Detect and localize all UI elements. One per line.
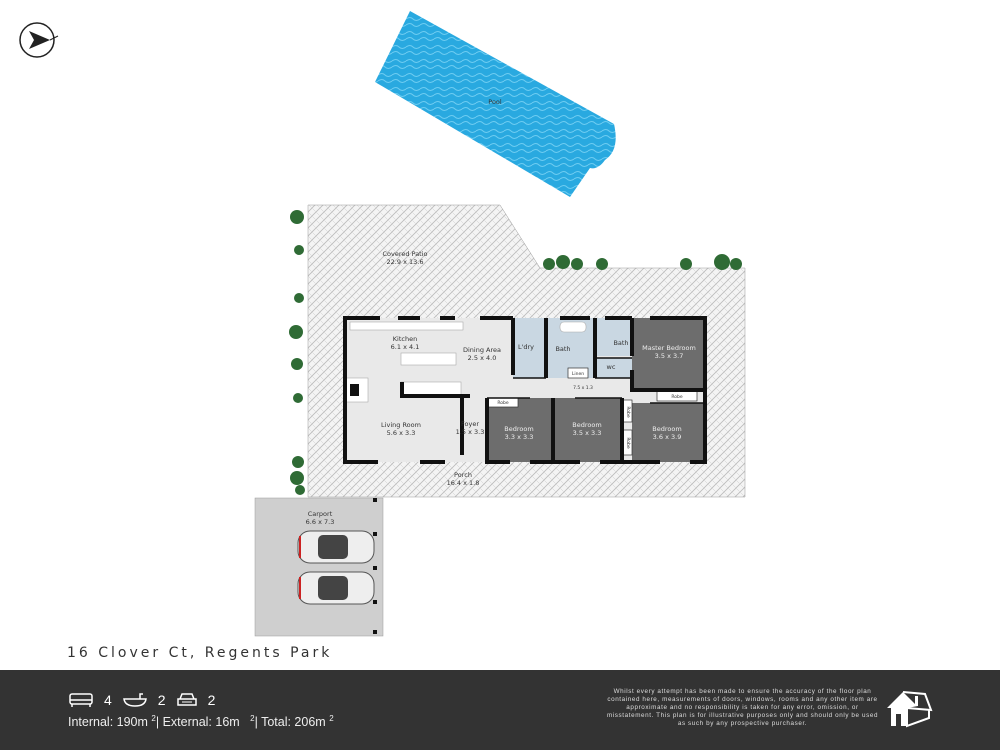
linen-label: Linen <box>572 371 584 377</box>
wc-label: wc <box>607 363 616 371</box>
bedroom-size: 3.6 x 3.9 <box>653 433 682 441</box>
robe-label: Robe <box>625 406 631 418</box>
linen-cupboard <box>567 367 589 379</box>
fireplace <box>350 384 359 396</box>
porch-size: 16.4 x 1.8 <box>447 479 480 487</box>
dining-label: Dining Area <box>463 346 501 354</box>
external-area: | External: 16m <box>155 715 240 730</box>
bedroom-3 <box>632 403 705 462</box>
area-summary: Internal: 190m 2| External: 16m 2| Total… <box>68 714 334 729</box>
foyer-label: Foyer <box>461 420 479 428</box>
property-stats: 4 2 2 <box>68 692 215 708</box>
master-bedroom <box>632 318 705 390</box>
house-logo-icon <box>887 691 933 728</box>
unit-superscript: 2 <box>250 714 255 723</box>
north-compass-icon <box>19 22 59 58</box>
kitchen-label: Kitchen <box>393 335 417 343</box>
robe-label: Robe <box>625 437 631 449</box>
patio-size: 22.9 x 13.6 <box>387 258 424 266</box>
kitchen-size: 6.1 x 4.1 <box>391 343 420 351</box>
master-bedroom-size: 3.5 x 3.7 <box>655 352 684 360</box>
foyer-size: 1.5 x 3.3 <box>456 428 485 436</box>
bath-label: Bath <box>613 339 628 347</box>
car-count: 2 <box>207 692 216 708</box>
bed-count: 4 <box>104 692 112 708</box>
pool: Pool <box>375 11 616 197</box>
car-icon <box>297 530 375 564</box>
carport-size: 6.6 x 7.3 <box>306 518 335 526</box>
internal-area: Internal: 190m <box>68 715 148 730</box>
laundry-label: L'dry <box>518 343 534 351</box>
laundry <box>513 318 546 378</box>
ensuite-bathroom <box>595 318 632 356</box>
bedroom-2 <box>554 398 623 462</box>
disclaimer-text: Whilst every attempt has been made to en… <box>606 688 879 727</box>
unit-superscript: 2 <box>151 714 156 723</box>
patio-label: Covered Patio <box>382 250 427 258</box>
bedroom-size: 3.5 x 3.3 <box>573 429 602 437</box>
bath-label: Bath <box>555 345 570 353</box>
living-room-label: Living Room <box>381 421 421 429</box>
hallway-size: 7.5 x 1.3 <box>573 385 593 391</box>
living-room-size: 5.6 x 3.3 <box>387 429 416 437</box>
bedroom-label: Bedroom <box>504 425 533 433</box>
property-address: 16 Clover Ct, Regents Park <box>67 645 333 661</box>
footer-bar: 4 2 2 Internal: 190m 2| External: 16m 2|… <box>0 670 1000 750</box>
bedroom-1 <box>487 398 553 462</box>
bed-icon <box>69 693 93 707</box>
master-bedroom-label: Master Bedroom <box>642 344 696 352</box>
total-area: | Total: 206m <box>254 715 326 730</box>
bath-icon <box>122 693 147 707</box>
walls <box>343 316 707 464</box>
unit-superscript: 2 <box>329 714 334 723</box>
porch-label: Porch <box>454 471 472 479</box>
bedroom-size: 3.3 x 3.3 <box>505 433 534 441</box>
bedroom-label: Bedroom <box>572 421 601 429</box>
robe-label: Robe <box>497 400 509 406</box>
pool-label: Pool <box>488 98 502 106</box>
carport-label: Carport <box>308 510 333 518</box>
car-icon <box>176 693 197 706</box>
robe-label: Robe <box>671 394 683 400</box>
car-icon <box>297 571 375 605</box>
wc <box>595 358 632 378</box>
floor-plan: Pool Covered Patio 22.9 x 13.6 <box>19 11 746 637</box>
carport: Carport 6.6 x 7.3 <box>254 497 384 637</box>
shrubs <box>289 210 742 495</box>
bath-count: 2 <box>157 692 166 708</box>
bedroom-label: Bedroom <box>652 425 681 433</box>
dining-size: 2.5 x 4.0 <box>468 354 497 362</box>
